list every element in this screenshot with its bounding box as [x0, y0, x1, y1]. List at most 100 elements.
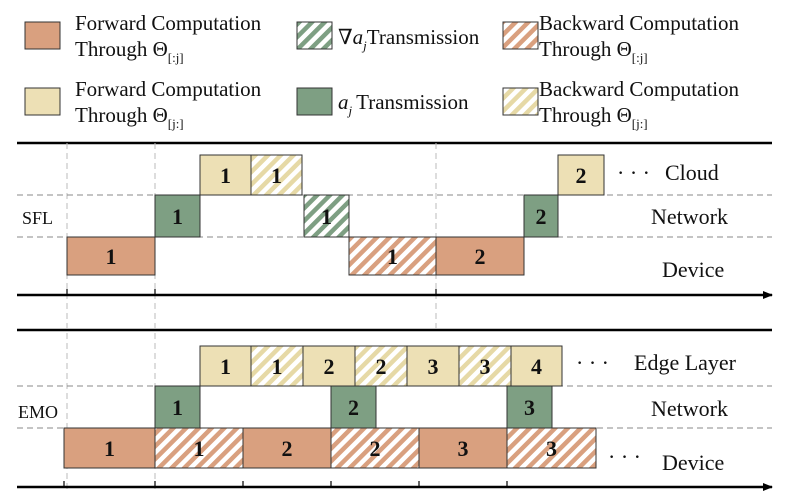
emo-block-rect: [154, 385, 201, 429]
sfl-block-rect: [66, 236, 156, 276]
emo-block-rect: [330, 427, 420, 469]
sfl-block-rect: [557, 154, 605, 196]
emo-block-label: 3: [428, 354, 439, 379]
emo-block-rect: [458, 345, 512, 387]
legend: Forward Computation Through Θ[:j] ∇ajTra…: [24, 11, 740, 131]
sfl-label: SFL: [22, 208, 53, 228]
sfl-block-label: 1: [271, 163, 282, 188]
emo-block-label: 1: [194, 436, 205, 461]
emo-block: 2: [302, 345, 356, 387]
sfl-row-label-cloud: Cloud: [665, 160, 719, 185]
legend-swatch-forward-upper: [24, 87, 61, 116]
emo-block: 1: [63, 427, 156, 469]
sfl-block-rect: [435, 236, 525, 276]
emo-block: 1: [154, 385, 201, 429]
emo-block-label: 4: [531, 354, 542, 379]
legend-swatch-grad-tx: [296, 21, 333, 50]
sfl-panel: SFL 1 1 1 1 1 1 2: [17, 154, 773, 299]
legend-label-line2: Through Θ[j:]: [539, 103, 648, 131]
emo-block-label: 2: [348, 395, 359, 420]
emo-block-rect: [506, 385, 553, 429]
emo-block-label: 2: [376, 354, 387, 379]
sfl-block-label: 2: [536, 204, 547, 229]
emo-block: 3: [506, 427, 597, 469]
sfl-block-label: 1: [220, 163, 231, 188]
legend-swatch-backward-upper: [502, 87, 539, 116]
sfl-block: 1: [250, 154, 303, 196]
legend-label-line2: Through Θ[:j]: [539, 37, 648, 65]
sfl-block: 2: [435, 236, 525, 276]
emo-block-label: 1: [272, 354, 283, 379]
legend-label-line2: Through Θ[j:]: [75, 103, 184, 131]
emo-block-rect: [330, 385, 377, 429]
sfl-block: 1: [348, 236, 437, 276]
sfl-block-label: 2: [576, 163, 587, 188]
emo-block-rect: [506, 427, 597, 469]
emo-block-rect: [250, 345, 304, 387]
legend-label-line1: Backward Computation: [539, 77, 740, 101]
emo-block: 1: [250, 345, 304, 387]
sfl-block: 2: [523, 194, 559, 238]
emo-block: 4: [510, 345, 563, 387]
emo-block-rect: [199, 345, 252, 387]
sfl-block-rect: [303, 194, 350, 238]
sfl-ellipsis: · · ·: [617, 160, 650, 185]
emo-block-label: 3: [524, 395, 535, 420]
legend-label-line2: Through Θ[:j]: [75, 37, 184, 65]
emo-block-label: 3: [546, 436, 557, 461]
emo-block-label: 1: [220, 354, 231, 379]
emo-block-rect: [510, 345, 563, 387]
legend-item-forward-lower: Forward Computation Through Θ[:j]: [24, 11, 262, 65]
emo-block: 1: [199, 345, 252, 387]
sfl-block-label: 1: [172, 204, 183, 229]
emo-block-label: 1: [104, 436, 115, 461]
sfl-axis-ticks: [66, 289, 437, 295]
legend-swatch-backward-lower: [502, 21, 539, 50]
legend-item-forward-upper: Forward Computation Through Θ[j:]: [24, 77, 262, 131]
sfl-block-label: 1: [321, 204, 332, 229]
emo-ellipsis-top: · · ·: [576, 350, 609, 375]
emo-block-label: 3: [458, 436, 469, 461]
emo-block-label: 3: [480, 354, 491, 379]
sfl-block-rect: [523, 194, 559, 238]
sfl-block-rect: [348, 236, 437, 276]
legend-label-line1: Forward Computation: [75, 77, 262, 101]
sfl-block-rect: [199, 154, 252, 196]
sfl-row-label-device: Device: [662, 257, 724, 282]
sfl-block-rect: [250, 154, 303, 196]
emo-row-label-device: Device: [662, 450, 724, 475]
emo-block-rect: [242, 427, 332, 469]
emo-block-label: 2: [282, 436, 293, 461]
legend-item-grad-tx: ∇ajTransmission: [296, 21, 480, 53]
sfl-row-label-network: Network: [651, 204, 728, 229]
emo-block: 2: [354, 345, 408, 387]
legend-label-line1: Forward Computation: [75, 11, 262, 35]
emo-block-label: 2: [324, 354, 335, 379]
emo-block-rect: [418, 427, 508, 469]
legend-swatch-forward-lower: [24, 21, 61, 50]
emo-ellipsis-bot: · · ·: [608, 444, 641, 469]
legend-item-backward-lower: Backward Computation Through Θ[:j]: [502, 11, 740, 65]
emo-block: 3: [418, 427, 508, 469]
sfl-block: 1: [303, 194, 350, 238]
emo-block: 2: [330, 385, 377, 429]
sfl-block-label: 2: [475, 244, 486, 269]
emo-row-label-edge: Edge Layer: [634, 350, 737, 375]
emo-block-rect: [154, 427, 244, 469]
sfl-block-label: 1: [387, 244, 398, 269]
legend-label-grad-tx: ∇ajTransmission: [338, 25, 480, 53]
sfl-block: 2: [557, 154, 605, 196]
emo-block-rect: [354, 345, 408, 387]
sfl-block: 1: [154, 194, 201, 238]
sfl-block-rect: [154, 194, 201, 238]
sfl-block-label: 1: [106, 244, 117, 269]
emo-row-label-network: Network: [651, 396, 728, 421]
emo-block: 3: [458, 345, 512, 387]
emo-block: 2: [330, 427, 420, 469]
emo-block-label: 2: [370, 436, 381, 461]
emo-block: 1: [154, 427, 244, 469]
emo-label: EMO: [18, 402, 58, 422]
